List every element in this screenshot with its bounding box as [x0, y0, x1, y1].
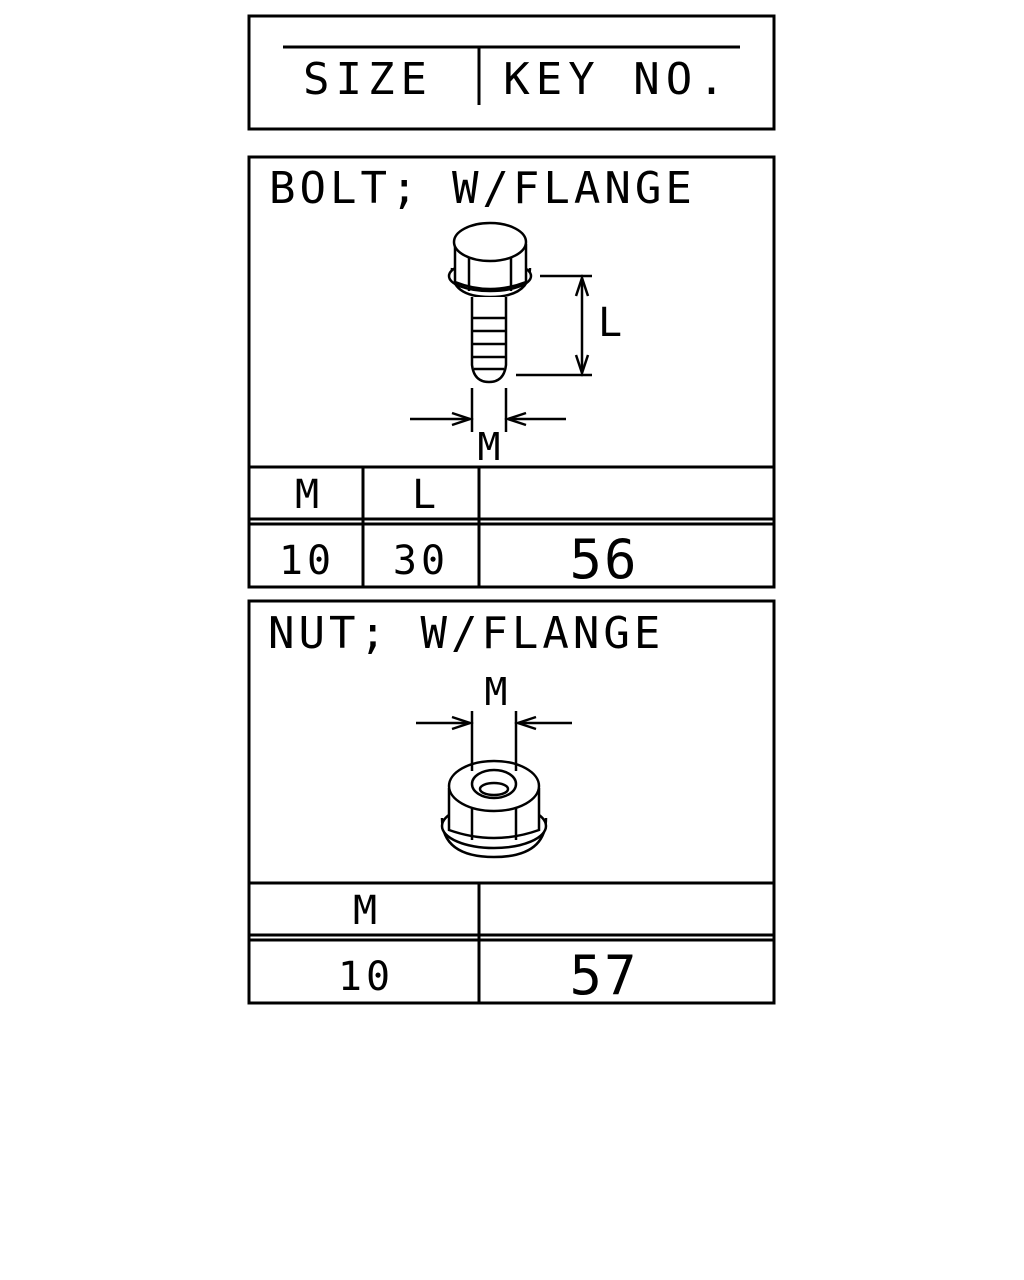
bolt-title: BOLT; W/FLANGE	[269, 163, 696, 214]
nut-diameter-dimension	[416, 711, 572, 771]
nut-key-number: 57	[569, 944, 638, 1007]
legend-size-label: SIZE	[303, 54, 433, 105]
bolt-diameter-dimension	[410, 388, 566, 432]
legend-box	[247, 14, 776, 131]
nut-diameter-label: M	[485, 670, 508, 714]
bolt-col-l-header: L	[412, 472, 436, 518]
bolt-length-dimension	[516, 274, 592, 377]
bolt-m-value: 10	[279, 538, 335, 584]
bolt-panel	[247, 155, 776, 589]
legend-key-label: KEY NO.	[503, 54, 730, 105]
nut-illustration	[440, 759, 548, 859]
bolt-length-label: L	[598, 300, 622, 346]
bolt-diameter-label: M	[478, 425, 501, 469]
nut-panel	[247, 599, 776, 1005]
nut-title: NUT; W/FLANGE	[268, 608, 664, 659]
nut-m-value: 10	[338, 954, 394, 1000]
bolt-illustration	[447, 221, 533, 384]
nut-col-m-header: M	[353, 888, 377, 934]
bolt-l-value: 30	[393, 538, 449, 584]
bolt-col-m-header: M	[295, 472, 319, 518]
bolt-key-number: 56	[569, 528, 638, 591]
